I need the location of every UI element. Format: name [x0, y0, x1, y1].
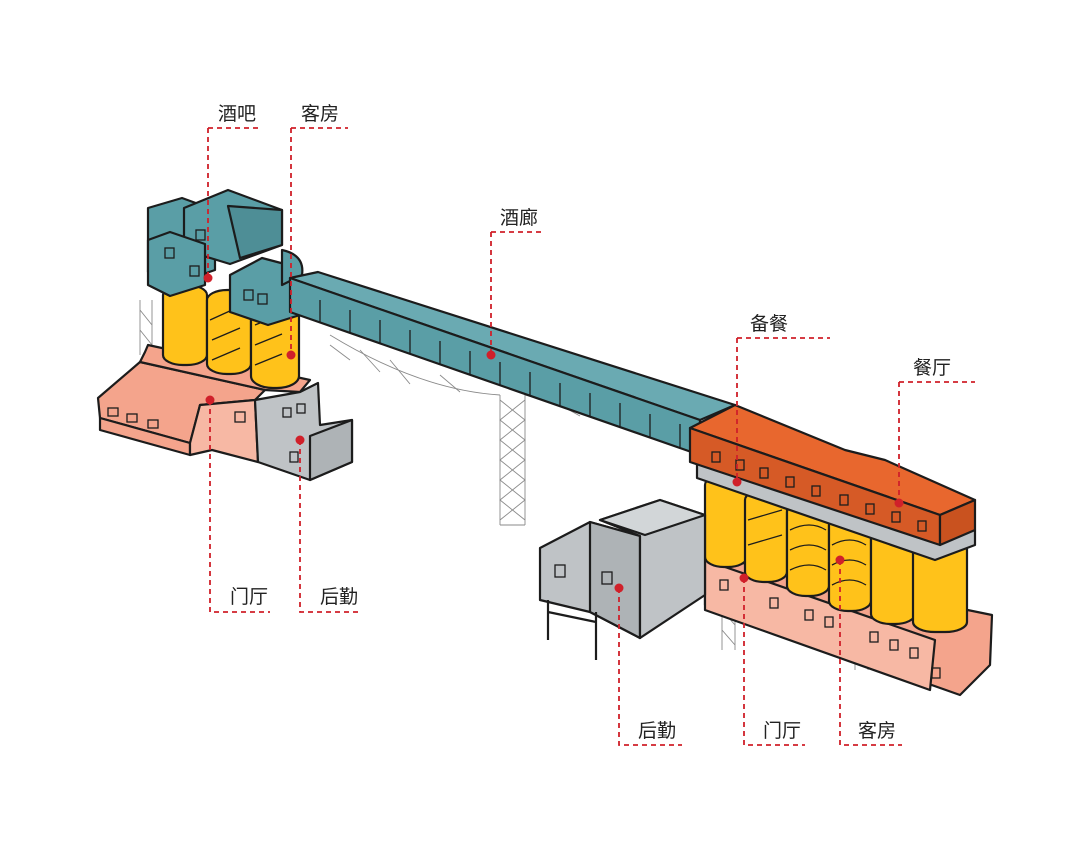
- left-logistics-block: [253, 381, 354, 482]
- label-bar: 酒吧: [218, 103, 256, 125]
- label-logistics-left: 后勤: [320, 586, 358, 608]
- wine-corridor-bridge: [288, 270, 737, 457]
- right-dining-block: [688, 403, 977, 547]
- label-lobby-right: 门厅: [763, 720, 801, 742]
- label-guest-rooms-right: 客房: [858, 720, 896, 742]
- label-guest-rooms-left: 客房: [301, 103, 339, 125]
- label-restaurant: 餐厅: [913, 357, 951, 379]
- annotation-labels: 酒吧 客房 酒廊 备餐 餐厅 门厅 后勤 后勤 门厅 客房: [218, 103, 951, 742]
- label-wine-corridor: 酒廊: [500, 207, 538, 229]
- annotation-leaders: [203, 127, 975, 746]
- right-logistics-block: [538, 498, 707, 660]
- left-bar-blocks: [146, 188, 304, 327]
- right-building: [538, 403, 994, 697]
- label-logistics-right: 后勤: [638, 720, 676, 742]
- left-building: [96, 188, 354, 482]
- label-lobby-left: 门厅: [230, 586, 268, 608]
- central-pylon: [499, 395, 526, 526]
- label-preparation: 备餐: [750, 313, 788, 335]
